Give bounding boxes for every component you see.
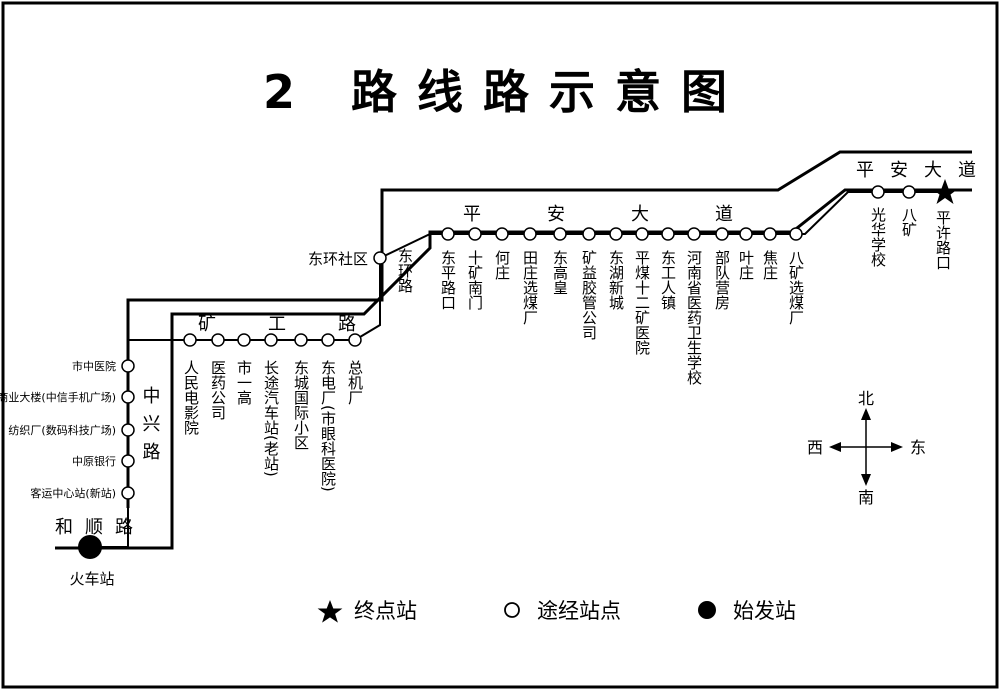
station-marker <box>763 227 777 241</box>
zhongxing-stops: 市中医院 商业大楼(中信手机广场) 纺织厂(数码科技广场) 中原银行 客运中心站… <box>0 359 135 500</box>
station-marker <box>237 333 251 347</box>
station-label: 长途汽车站(老站) <box>262 360 280 477</box>
station-label: 八矿 <box>900 207 918 237</box>
north-arrow-icon <box>861 408 871 420</box>
route-line <box>90 191 945 548</box>
station-marker <box>523 227 537 241</box>
station-label: 河南省医药卫生学校 <box>685 250 703 385</box>
station-label: 东城国际小区 <box>292 360 310 450</box>
start-station-label: 火车站 <box>69 570 114 588</box>
station-label: 东电厂(市眼科医院) <box>319 360 337 492</box>
legend-via-label: 途经站点 <box>537 599 621 623</box>
station-marker <box>871 185 885 199</box>
pingan-stops: 东平路口 十矿南门 何庄 田庄选煤厂 东高皇 矿益胶管公司 东湖新城 平煤十二矿… <box>439 227 805 385</box>
map-title: 2 路线路示意图 <box>263 65 747 119</box>
station-label: 东湖新城 <box>607 250 625 311</box>
compass-south: 南 <box>858 488 874 507</box>
station-marker <box>789 227 803 241</box>
station-marker <box>321 333 335 347</box>
station-marker <box>348 333 362 347</box>
station-label: 十矿南门 <box>466 250 484 311</box>
road-label-pingan: 平安大道 <box>463 204 799 225</box>
station-marker <box>121 454 135 468</box>
station-marker <box>495 227 509 241</box>
station-label: 八矿选煤厂 <box>787 250 805 325</box>
station-marker <box>468 227 482 241</box>
station-marker-donghuan <box>373 251 387 265</box>
station-marker <box>661 227 675 241</box>
star-icon <box>931 179 959 204</box>
station-label: 矿益胶管公司 <box>580 250 598 340</box>
station-marker <box>294 333 308 347</box>
station-marker <box>582 227 596 241</box>
compass-east: 东 <box>910 438 926 457</box>
station-marker <box>635 227 649 241</box>
station-label: 部队营房 <box>713 250 731 310</box>
road-edge-upper <box>126 150 972 508</box>
station-marker <box>715 227 729 241</box>
compass-west: 西 <box>807 438 823 457</box>
station-marker <box>609 227 623 241</box>
station-marker <box>121 390 135 404</box>
road-label-donghuan: 东环路 <box>396 248 414 293</box>
legend-origin-label: 始发站 <box>733 599 796 623</box>
road-label-pingan-east: 平安大道 <box>856 160 992 181</box>
station-label: 医药公司 <box>209 360 227 420</box>
station-label: 商业大楼(中信手机广场) <box>0 390 116 404</box>
station-label: 纺织厂(数码科技广场) <box>8 423 116 437</box>
station-label: 东工人镇 <box>659 250 677 310</box>
station-label: 田庄选煤厂 <box>521 250 539 325</box>
station-label: 平煤十二矿医院 <box>633 250 651 356</box>
legend-origin-icon <box>698 601 716 619</box>
station-marker <box>441 227 455 241</box>
station-marker <box>121 359 135 373</box>
compass-rose: 北 南 东 西 <box>807 389 926 507</box>
station-label: 东平路口 <box>439 250 457 310</box>
station-label: 光华学校 <box>869 207 887 267</box>
station-label: 市一高 <box>235 360 253 405</box>
station-label: 人民电影院 <box>182 360 200 436</box>
station-marker <box>121 486 135 500</box>
station-marker <box>553 227 567 241</box>
legend-via-icon <box>504 602 520 618</box>
station-marker <box>739 227 753 241</box>
south-arrow-icon <box>861 474 871 486</box>
station-label: 叶庄 <box>737 250 755 280</box>
station-label: 中原银行 <box>72 454 116 468</box>
origin-marker <box>78 535 102 559</box>
station-marker <box>183 333 197 347</box>
road-edge-lower <box>55 188 972 550</box>
legend-star-icon <box>317 600 343 623</box>
station-label: 总机厂 <box>346 360 364 405</box>
end-station-label: 平许路口 <box>934 210 952 270</box>
station-marker <box>687 227 701 241</box>
station-label: 市中医院 <box>72 359 116 373</box>
west-arrow-icon <box>829 442 841 452</box>
road-label-heshun: 和顺路 <box>55 517 145 538</box>
station-label: 东高皇 <box>551 250 569 295</box>
station-label: 客运中心站(新站) <box>30 486 116 500</box>
station-label: 焦庄 <box>761 250 779 280</box>
road-label-kuanggong: 矿工路 <box>198 314 408 335</box>
legend-terminal-label: 终点站 <box>354 599 417 623</box>
road-label-zhongxing: 中兴路 <box>140 386 161 470</box>
legend: 终点站 途经站点 始发站 <box>317 599 796 623</box>
station-marker <box>211 333 225 347</box>
station-label: 何庄 <box>493 250 511 280</box>
kuanggong-stops: 人民电影院 医药公司 市一高 长途汽车站(老站) 东城国际小区 东电厂(市眼科医… <box>182 333 364 492</box>
east-arrow-icon <box>891 442 903 452</box>
compass-north: 北 <box>858 389 874 408</box>
station-marker <box>121 423 135 437</box>
station-marker <box>902 185 916 199</box>
station-label-donghuan: 东环社区 <box>308 250 368 268</box>
station-marker <box>264 333 278 347</box>
